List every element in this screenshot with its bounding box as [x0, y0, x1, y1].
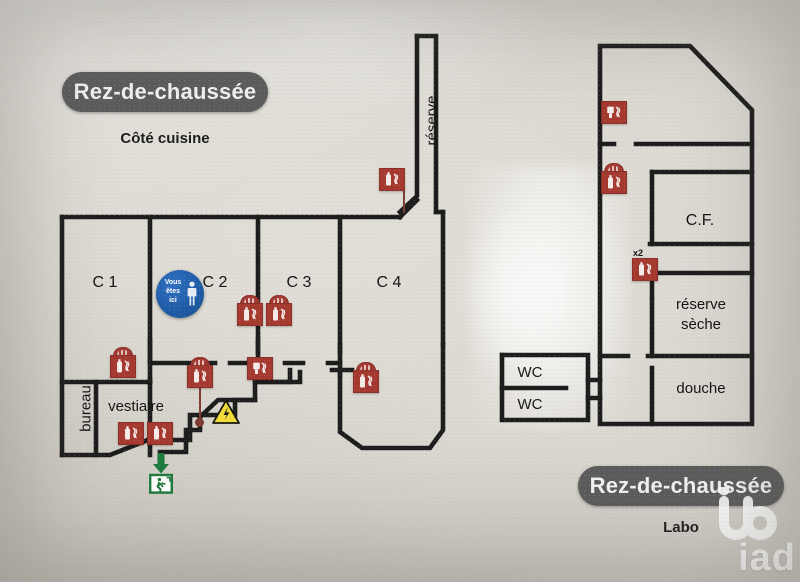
- corridor-label-reserve: réserve: [423, 95, 441, 146]
- electrical-hazard-icon[interactable]: [212, 399, 240, 425]
- caption-labo: Labo: [663, 519, 699, 536]
- fire-extinguisher-icon-reserve[interactable]: [379, 168, 405, 191]
- fire-extinguisher-icon-c4[interactable]: [353, 362, 379, 393]
- fire-alarm-call-point-icon[interactable]: [247, 357, 273, 380]
- room-label-reserve: réserve: [675, 296, 727, 313]
- room-label-c3: C 3: [286, 274, 312, 291]
- room-label-c2: C 2: [202, 274, 228, 291]
- iad-watermark: iad: [700, 484, 796, 579]
- room-label-bureau: bureau: [77, 385, 95, 432]
- room-label-wc-2: WC: [517, 396, 543, 413]
- fire-alarm-call-point-icon-labo[interactable]: [601, 101, 627, 124]
- alarm-call-glyph: [607, 106, 621, 118]
- emergency-exit-icon[interactable]: [148, 452, 174, 494]
- extinguisher-glyph: [244, 307, 257, 321]
- fire-extinguisher-icon-labo-x2[interactable]: x2: [632, 248, 658, 281]
- alarm-call-glyph: [253, 362, 267, 374]
- fire-extinguisher-icon-exit-right[interactable]: [147, 422, 173, 445]
- fire-extinguisher-icon-exit-left[interactable]: [118, 422, 144, 445]
- fire-extinguisher-icon-vestiaire-top[interactable]: [110, 347, 136, 378]
- fire-extinguisher-icon-labo-upper[interactable]: [601, 163, 627, 194]
- extinguisher-glyph: [386, 172, 399, 186]
- iad-logo-icon: [718, 484, 778, 540]
- fire-extinguisher-icon-c2[interactable]: [237, 295, 263, 326]
- you-are-here-line-1: Vous: [164, 279, 182, 286]
- title-pill-top-label: Rez-de-chaussée: [73, 79, 257, 104]
- title-pill-top: Rez-de-chaussée: [62, 72, 268, 112]
- room-label-c1: C 1: [92, 274, 118, 291]
- extinguisher-lead-line: [199, 380, 201, 420]
- room-label-c4: C 4: [376, 274, 402, 291]
- room-label-wc-1: WC: [517, 364, 543, 381]
- fire-extinguisher-icon-mid[interactable]: [187, 357, 213, 388]
- extinguisher-glyph: [273, 307, 286, 321]
- extinguisher-quantity-label: x2: [633, 248, 644, 258]
- extinguisher-glyph: [154, 426, 167, 440]
- extinguisher-glyph: [639, 262, 652, 276]
- bottom-plan-walls: [499, 43, 755, 427]
- extinguisher-lead-line-reserve: [403, 183, 405, 213]
- caption-cote-cuisine: Côté cuisine: [120, 130, 210, 147]
- you-are-here-marker[interactable]: Vous êtes ici: [156, 270, 204, 318]
- extinguisher-glyph: [360, 374, 373, 388]
- fire-extinguisher-icon-c3[interactable]: [266, 295, 292, 326]
- title-pill-bottom: Rez-de-chaussée: [578, 466, 784, 506]
- iad-wordmark: iad: [738, 537, 796, 579]
- room-label-cf: C.F.: [685, 212, 715, 229]
- room-label-seche: sèche: [680, 316, 722, 333]
- title-pill-bottom-label: Rez-de-chaussée: [589, 473, 773, 498]
- top-plan-walls: [59, 33, 446, 458]
- you-are-here-line-3: ici: [169, 297, 177, 304]
- you-are-here-line-2: êtes: [165, 288, 180, 295]
- extinguisher-glyph: [608, 175, 621, 189]
- extinguisher-lead-dot: [195, 418, 204, 427]
- extinguisher-glyph: [194, 369, 207, 383]
- room-label-douche: douche: [676, 380, 726, 397]
- person-icon: [187, 281, 197, 306]
- room-label-vestiaire: vestiaire: [108, 398, 164, 415]
- extinguisher-glyph: [117, 359, 130, 373]
- extinguisher-glyph: [125, 426, 138, 440]
